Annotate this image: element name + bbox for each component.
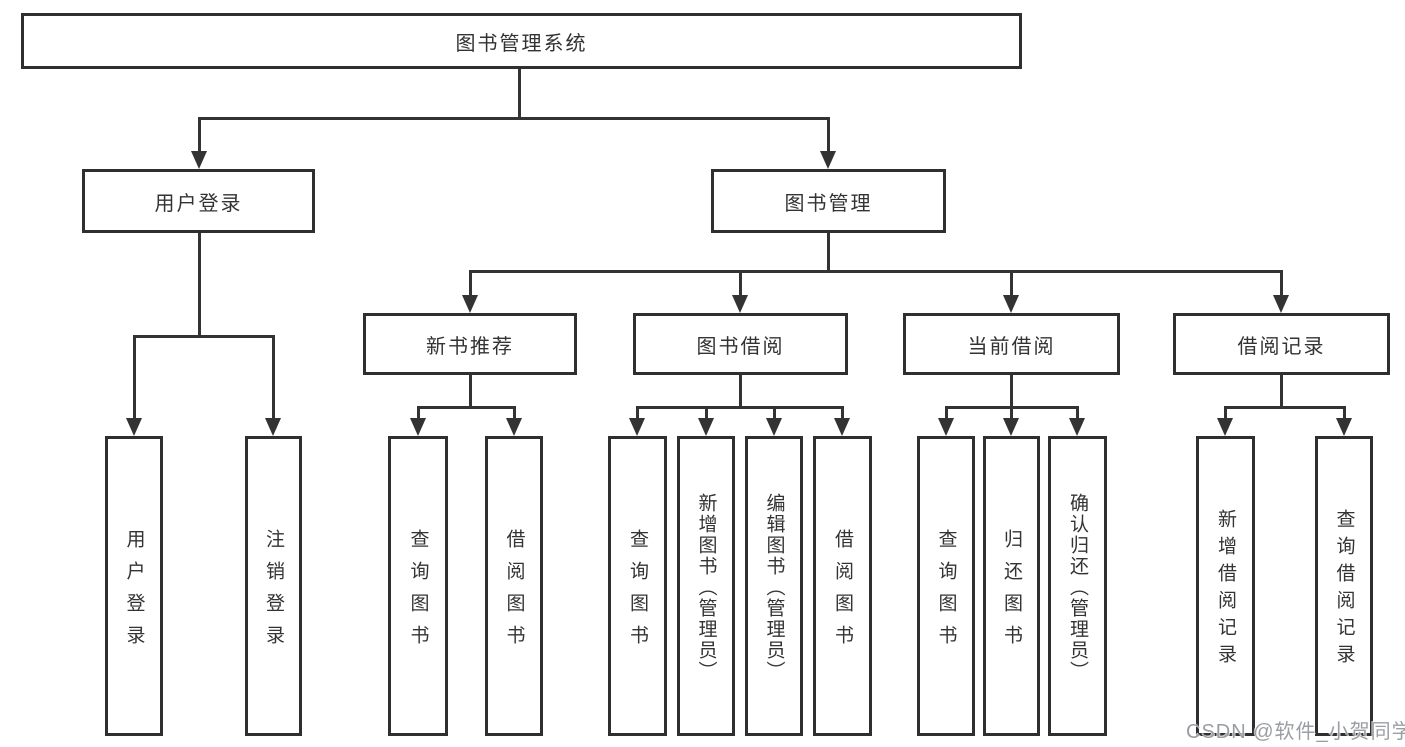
- node-add-books-admin: 新增图书（管理员）: [677, 436, 735, 736]
- connector-rail: [1223, 405, 1346, 409]
- node-label: 查询图书: [935, 528, 957, 657]
- connector-stem: [738, 375, 742, 407]
- node-add-borrow-record: 新增借阅记录: [1196, 436, 1255, 736]
- node-borrow-books-borrowing: 借阅图书: [813, 436, 872, 736]
- node-label: 图书管理系统: [455, 32, 588, 55]
- connector-drop: [1223, 407, 1227, 420]
- connector-drop: [416, 407, 420, 420]
- node-label: 归还图书: [1001, 528, 1022, 657]
- connector-drop: [772, 407, 776, 420]
- node-label: 图书借阅: [696, 335, 785, 358]
- node-label: 新书推荐: [426, 335, 514, 358]
- connector-drop: [468, 271, 472, 297]
- connector-drop: [271, 336, 275, 420]
- connector-drop: [512, 407, 516, 420]
- node-book-borrowing: 图书借阅: [633, 313, 848, 375]
- connector-rail: [132, 334, 275, 338]
- connector-rail: [635, 405, 844, 409]
- arrowhead-down-icon: [938, 418, 954, 436]
- node-label: 查询借阅记录: [1333, 509, 1355, 671]
- arrowhead-down-icon: [506, 418, 522, 436]
- arrowhead-down-icon: [265, 418, 281, 436]
- connector-drop: [944, 407, 948, 420]
- node-book-management: 图书管理: [711, 169, 946, 233]
- node-logout: 注销登录: [245, 436, 302, 736]
- node-label: 借阅记录: [1237, 335, 1326, 358]
- node-label: 图书管理: [784, 192, 873, 215]
- node-confirm-return-admin: 确认归还（管理员）: [1048, 436, 1107, 736]
- arrowhead-down-icon: [462, 295, 478, 313]
- node-current-borrowing: 当前借阅: [903, 313, 1120, 375]
- arrowhead-down-icon: [820, 151, 836, 169]
- node-label: 用户登录: [154, 192, 243, 215]
- node-borrowing-records: 借阅记录: [1173, 313, 1390, 375]
- connector-drop: [1279, 271, 1283, 297]
- connector-rail: [468, 269, 1283, 273]
- arrowhead-down-icon: [698, 418, 714, 436]
- connector-drop: [197, 118, 201, 153]
- connector-drop: [840, 407, 844, 420]
- connector-drop: [132, 336, 136, 420]
- connector-drop: [704, 407, 708, 420]
- connector-drop: [1075, 407, 1079, 420]
- arrowhead-down-icon: [1003, 295, 1019, 313]
- arrowhead-down-icon: [191, 151, 207, 169]
- connector-rail: [416, 405, 516, 409]
- connector-rail: [197, 116, 830, 120]
- arrowhead-down-icon: [834, 418, 850, 436]
- node-query-books-current: 查询图书: [917, 436, 975, 736]
- arrowhead-down-icon: [1003, 418, 1019, 436]
- arrowhead-down-icon: [629, 418, 645, 436]
- node-user-login-leaf: 用户登录: [105, 436, 163, 736]
- node-query-books-recommend: 查询图书: [388, 436, 448, 736]
- node-label: 查询图书: [627, 528, 648, 657]
- connector-drop: [635, 407, 639, 420]
- node-label: 新增借阅记录: [1215, 509, 1236, 671]
- connector-stem: [197, 233, 201, 336]
- node-label: 借阅图书: [832, 528, 853, 657]
- arrowhead-down-icon: [1069, 418, 1085, 436]
- node-label: 注销登录: [263, 528, 284, 657]
- connector-drop: [738, 271, 742, 297]
- node-label: 确认归还（管理员）: [1067, 492, 1088, 682]
- connector-stem: [1009, 375, 1013, 407]
- connector-stem: [826, 233, 830, 271]
- connector-drop: [1342, 407, 1346, 420]
- connector-stem: [1279, 375, 1283, 407]
- node-label: 编辑图书（管理员）: [763, 492, 785, 682]
- connector-drop: [826, 118, 830, 153]
- node-label: 用户登录: [123, 528, 145, 657]
- node-label: 新增图书（管理员）: [695, 492, 717, 682]
- arrowhead-down-icon: [1336, 418, 1352, 436]
- node-root: 图书管理系统: [21, 13, 1022, 69]
- arrowhead-down-icon: [126, 418, 142, 436]
- node-return-books: 归还图书: [983, 436, 1040, 736]
- node-user-login: 用户登录: [82, 169, 315, 233]
- node-query-borrow-record: 查询借阅记录: [1315, 436, 1373, 736]
- node-label: 当前借阅: [967, 335, 1056, 358]
- node-borrow-books-recommend: 借阅图书: [485, 436, 543, 736]
- arrowhead-down-icon: [732, 295, 748, 313]
- arrowhead-down-icon: [1273, 295, 1289, 313]
- connector-drop: [1009, 271, 1013, 297]
- node-edit-books-admin: 编辑图书（管理员）: [745, 436, 803, 736]
- node-query-books-borrowing: 查询图书: [608, 436, 667, 736]
- watermark: CSDN @软件_小贺同学: [1186, 721, 1405, 743]
- node-label: 借阅图书: [503, 528, 525, 657]
- connector-stem: [468, 375, 472, 407]
- node-new-book-recommend: 新书推荐: [363, 313, 577, 375]
- node-label: 查询图书: [407, 528, 429, 657]
- arrowhead-down-icon: [1217, 418, 1233, 436]
- arrowhead-down-icon: [410, 418, 426, 436]
- arrowhead-down-icon: [766, 418, 782, 436]
- connector-stem: [517, 68, 521, 118]
- connector-drop: [1009, 407, 1013, 420]
